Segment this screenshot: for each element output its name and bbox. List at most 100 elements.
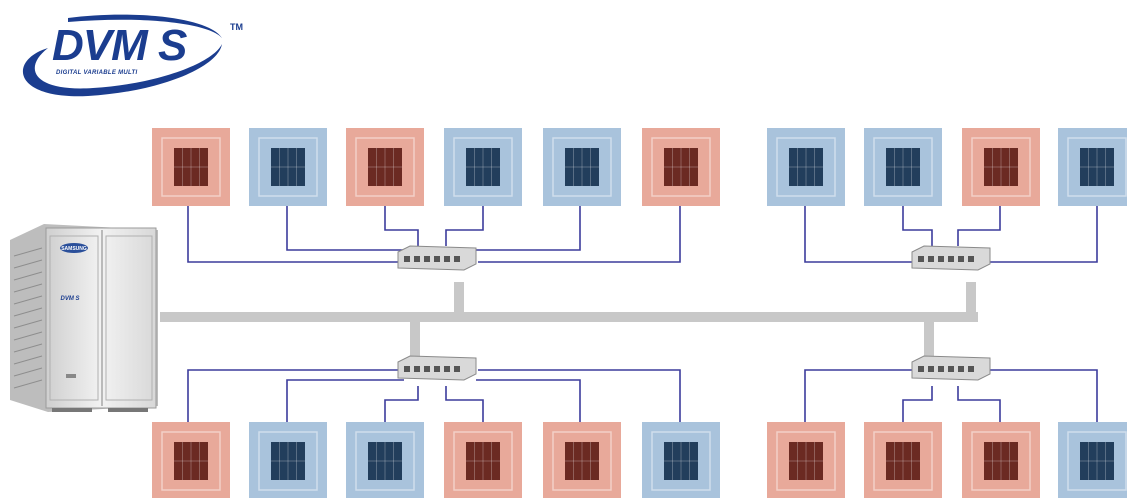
cassette-frame bbox=[258, 431, 318, 491]
mcu-port-icon bbox=[918, 366, 924, 372]
logo-title: DVM S bbox=[52, 21, 187, 70]
mcu-port-icon bbox=[918, 256, 924, 262]
mcu-port-icon bbox=[938, 256, 944, 262]
cassette-frame bbox=[453, 431, 513, 491]
mcu-port-icon bbox=[968, 366, 974, 372]
mcu-port-icon bbox=[404, 256, 410, 262]
cassette-grille-icon bbox=[565, 148, 599, 186]
mcu-port-icon bbox=[414, 256, 420, 262]
cassette-frame bbox=[355, 137, 415, 197]
branch-line bbox=[957, 386, 1001, 422]
mcu-port-icon bbox=[434, 366, 440, 372]
mcu-port-icon bbox=[454, 256, 460, 262]
cassette-frame bbox=[552, 137, 612, 197]
cassette-frame bbox=[1067, 431, 1127, 491]
branch-line bbox=[957, 206, 1001, 246]
branch-line bbox=[902, 206, 933, 246]
outdoor-unit-graphic: SAMSUNG DVM S bbox=[10, 224, 158, 412]
outdoor-brand-label: SAMSUNG bbox=[61, 246, 87, 252]
cassette-grille-icon bbox=[886, 148, 920, 186]
cassette-frame bbox=[161, 137, 221, 197]
cassette-grille-icon bbox=[174, 442, 208, 480]
branch-line bbox=[286, 206, 404, 251]
main-refrigerant-pipe bbox=[160, 312, 978, 322]
branch-line bbox=[476, 379, 581, 422]
riser-pipe-bottom-right bbox=[924, 318, 934, 356]
mcu-port-icon bbox=[404, 366, 410, 372]
mcu-port-icon bbox=[454, 366, 460, 372]
outdoor-unit: SAMSUNG DVM S bbox=[8, 222, 160, 414]
samsung-badge-icon bbox=[60, 243, 88, 253]
mcu-port-icon bbox=[444, 366, 450, 372]
logo-swoosh-icon bbox=[22, 14, 222, 97]
cassette-grille-icon bbox=[886, 442, 920, 480]
mcu-port-icon bbox=[424, 256, 430, 262]
branch-line bbox=[990, 206, 1098, 263]
cassette-grille-icon bbox=[984, 442, 1018, 480]
cassette-grille-icon bbox=[789, 442, 823, 480]
branch-line bbox=[187, 369, 400, 422]
cassette-grille-icon bbox=[1080, 442, 1114, 480]
cassette-frame bbox=[776, 431, 836, 491]
mcu-port-icon bbox=[958, 366, 964, 372]
branch-line bbox=[187, 206, 400, 263]
cassette-grille-icon bbox=[664, 148, 698, 186]
mcu-port-icon bbox=[938, 366, 944, 372]
branch-line bbox=[445, 386, 484, 422]
riser-pipe-bottom-left bbox=[410, 318, 420, 356]
cassette-frame bbox=[651, 137, 711, 197]
mcu-port-icon bbox=[928, 366, 934, 372]
cassette-frame bbox=[1067, 137, 1127, 197]
branch-line bbox=[478, 206, 681, 263]
mcu-port-icon bbox=[958, 256, 964, 262]
branch-line bbox=[286, 379, 404, 422]
cassette-frame bbox=[258, 137, 318, 197]
branch-line bbox=[902, 386, 933, 422]
cassette-frame bbox=[453, 137, 513, 197]
cassette-frame bbox=[552, 431, 612, 491]
riser-pipe-top-left bbox=[454, 282, 464, 316]
riser-pipe-top-right bbox=[966, 282, 976, 316]
outdoor-model-label: DVM S bbox=[60, 296, 79, 302]
cassette-grille-icon bbox=[466, 442, 500, 480]
branch-line bbox=[384, 386, 419, 422]
cassette-grille-icon bbox=[368, 442, 402, 480]
logo-subtitle: DIGITAL VARIABLE MULTI bbox=[56, 70, 138, 76]
cassette-grille-icon bbox=[664, 442, 698, 480]
mcu-port-icon bbox=[968, 256, 974, 262]
mcu-port-icon bbox=[434, 256, 440, 262]
branch-line bbox=[804, 369, 914, 422]
cassette-frame bbox=[355, 431, 415, 491]
branch-line bbox=[478, 369, 681, 422]
mcu-port-icon bbox=[414, 366, 420, 372]
cassette-grille-icon bbox=[174, 148, 208, 186]
cassette-frame bbox=[776, 137, 836, 197]
branch-line bbox=[990, 369, 1098, 422]
cassette-grille-icon bbox=[1080, 148, 1114, 186]
mcu-port-icon bbox=[948, 256, 954, 262]
cassette-grille-icon bbox=[368, 148, 402, 186]
branch-line bbox=[804, 206, 914, 263]
cassette-grille-icon bbox=[466, 148, 500, 186]
branch-line bbox=[445, 206, 484, 246]
cassette-grille-icon bbox=[789, 148, 823, 186]
mcu-port-icon bbox=[948, 366, 954, 372]
cassette-frame bbox=[873, 431, 933, 491]
cassette-frame bbox=[161, 431, 221, 491]
mcu-port-icon bbox=[424, 366, 430, 372]
cassette-grille-icon bbox=[271, 442, 305, 480]
mcu-port-icon bbox=[444, 256, 450, 262]
dvm-s-logo: DVM S DIGITAL VARIABLE MULTI TM bbox=[8, 8, 248, 108]
cassette-grille-icon bbox=[271, 148, 305, 186]
logo-trademark: TM bbox=[230, 22, 243, 32]
cassette-frame bbox=[971, 431, 1031, 491]
cassette-grille-icon bbox=[565, 442, 599, 480]
cassette-grille-icon bbox=[984, 148, 1018, 186]
cassette-frame bbox=[651, 431, 711, 491]
branch-line bbox=[384, 206, 419, 246]
branch-line bbox=[476, 206, 581, 251]
cassette-frame bbox=[971, 137, 1031, 197]
cassette-frame bbox=[873, 137, 933, 197]
